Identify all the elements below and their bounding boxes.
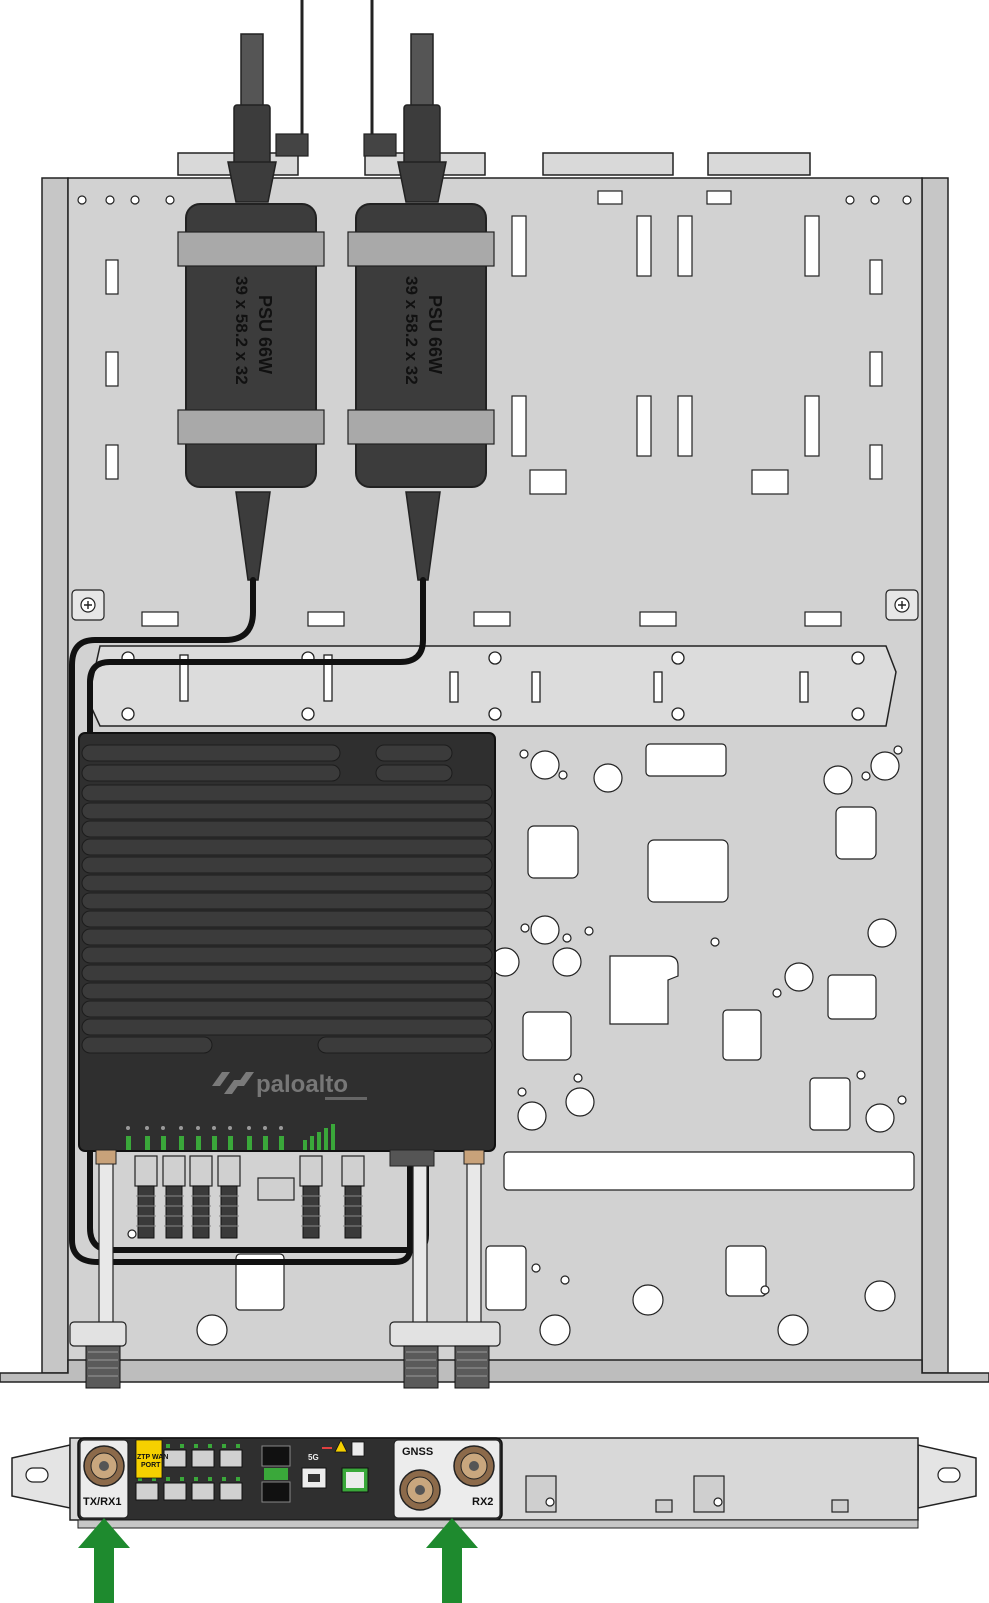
device-brand: paloalto: [256, 1071, 348, 1098]
sfp-ports: [261, 1445, 291, 1503]
port-tx-rx1: TX/RX1: [79, 1439, 129, 1519]
paloalto-logo-icon: [212, 1072, 254, 1094]
ztp-label-line2: PORT: [141, 1462, 161, 1469]
psu-right-label-line1: PSU 66W: [425, 295, 445, 374]
status-leds: [126, 1124, 335, 1150]
ztp-wan-port-label: ZTP WAN PORT: [135, 1439, 168, 1479]
psu-left: PSU 66W 39 x 58.2 x 32: [177, 0, 325, 581]
psu-right-label-line2: 39 x 58.2 x 32: [402, 276, 421, 385]
screw-plate-right: [885, 589, 919, 621]
psu-left-label-line2: 39 x 58.2 x 32: [232, 276, 251, 385]
front-panel-view: TX/RX1 ZTP WAN PORT: [11, 1437, 977, 1529]
port-tx-rx1-label: TX/RX1: [83, 1496, 122, 1508]
ethernet-connectors: [134, 1155, 365, 1239]
ztp-label-line1: ZTP WAN: [137, 1454, 168, 1461]
cross-rail: [87, 645, 897, 727]
arrow-tx-rx1-icon: [78, 1518, 130, 1603]
port-gnss-rx2: GNSS RX2: [393, 1439, 501, 1519]
port-rx2-label: RX2: [472, 1496, 493, 1508]
psu-left-label-line1: PSU 66W: [255, 295, 275, 374]
antenna-cables: [69, 1149, 501, 1389]
port-gnss-label: GNSS: [402, 1446, 433, 1458]
console-ports: 5G: [301, 1439, 369, 1493]
arrow-gnss-icon: [426, 1518, 478, 1603]
fiveg-label: 5G: [308, 1453, 319, 1462]
psu-right: PSU 66W 39 x 58.2 x 32: [347, 0, 495, 581]
firewall-device: paloalto: [78, 732, 496, 1152]
screw-plate-left: [71, 589, 105, 621]
